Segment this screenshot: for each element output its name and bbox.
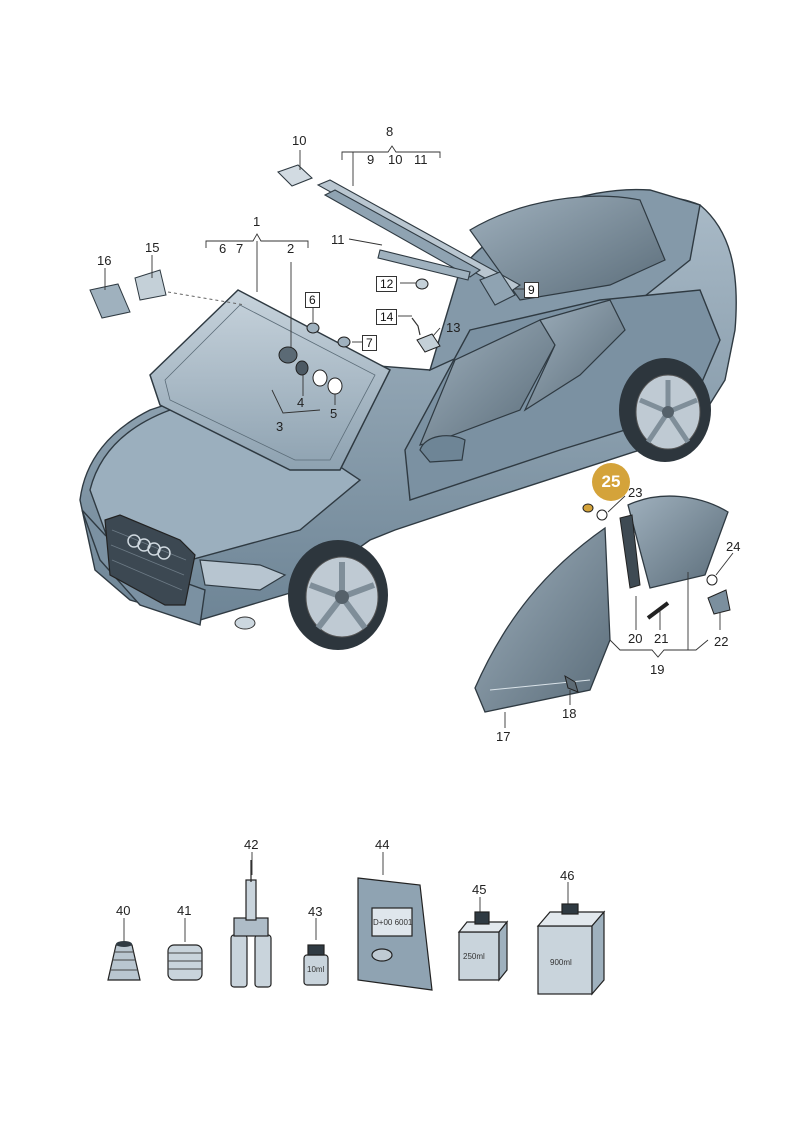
rear-wheel <box>619 358 711 462</box>
callout-43: 43 <box>308 904 323 919</box>
vial-43 <box>303 944 329 986</box>
coil-41 <box>167 944 203 981</box>
bracket-16 <box>89 283 131 319</box>
vial-label: 10ml <box>307 965 325 974</box>
fog-light <box>234 616 256 630</box>
side-windows <box>418 299 626 446</box>
callout-1-sub-7: 7 <box>236 241 244 256</box>
callout-10: 10 <box>292 133 307 148</box>
sunroof-glass <box>469 195 666 301</box>
callout-42: 42 <box>244 837 259 852</box>
callout-44: 44 <box>375 837 390 852</box>
callout-46: 46 <box>560 868 575 883</box>
nozzle-cone-40 <box>107 941 141 981</box>
callout-8: 8 <box>386 124 394 139</box>
callout-13: 13 <box>446 320 461 335</box>
headlight <box>199 559 287 591</box>
bolt-18 <box>564 674 579 693</box>
callout-3: 3 <box>276 419 284 434</box>
bottle-46 <box>536 903 606 996</box>
callout-7: 7 <box>362 335 377 351</box>
callout-14: 14 <box>376 309 398 325</box>
callout-45: 45 <box>472 882 487 897</box>
callout-18: 18 <box>562 706 577 721</box>
channel-20 <box>619 514 641 589</box>
front-grille <box>104 514 196 606</box>
bag-44 <box>357 877 433 991</box>
callout-1-sub-6: 6 <box>219 241 227 256</box>
callout-21: 21 <box>654 631 669 646</box>
callout-40: 40 <box>116 903 131 918</box>
callout-5: 5 <box>330 406 338 421</box>
callout-24: 24 <box>726 539 741 554</box>
callout-1: 1 <box>253 214 261 229</box>
bracket-22 <box>707 589 731 615</box>
callout-16: 16 <box>97 253 112 268</box>
callout-19: 19 <box>650 662 665 677</box>
callout-23: 23 <box>628 485 643 500</box>
dual-cartridge-42 <box>230 860 272 988</box>
quarter-glass-19 <box>627 495 729 589</box>
bottle-45 <box>457 911 509 982</box>
callout-9: 9 <box>524 282 539 298</box>
callout-20: 20 <box>628 631 643 646</box>
roof-rail-assembly <box>276 164 522 306</box>
callout-11: 11 <box>331 232 345 247</box>
callout-41: 41 <box>177 903 192 918</box>
door-glass-17 <box>474 526 611 713</box>
callout-8-sub-11: 11 <box>414 152 428 167</box>
callout-17: 17 <box>496 729 511 744</box>
callout-25-highlighted[interactable]: 25 <box>592 463 630 501</box>
callout-8-sub-9: 9 <box>367 152 375 167</box>
callout-8-sub-10: 10 <box>388 152 403 167</box>
callout-6: 6 <box>305 292 320 308</box>
nut-24 <box>706 574 718 586</box>
front-wheel <box>288 540 388 650</box>
bottle-45-label: 250ml <box>463 952 485 961</box>
bottle-46-label: 900ml <box>550 958 572 967</box>
callout-4: 4 <box>297 395 305 410</box>
callout-2: 2 <box>287 241 295 256</box>
bracket-15 <box>134 269 167 301</box>
side-mirror <box>419 435 466 463</box>
bag-label: D+00 6001 <box>373 918 413 927</box>
callout-22: 22 <box>714 634 729 649</box>
callout-15: 15 <box>145 240 160 255</box>
pin-21 <box>646 601 670 620</box>
callout-12: 12 <box>376 276 398 292</box>
